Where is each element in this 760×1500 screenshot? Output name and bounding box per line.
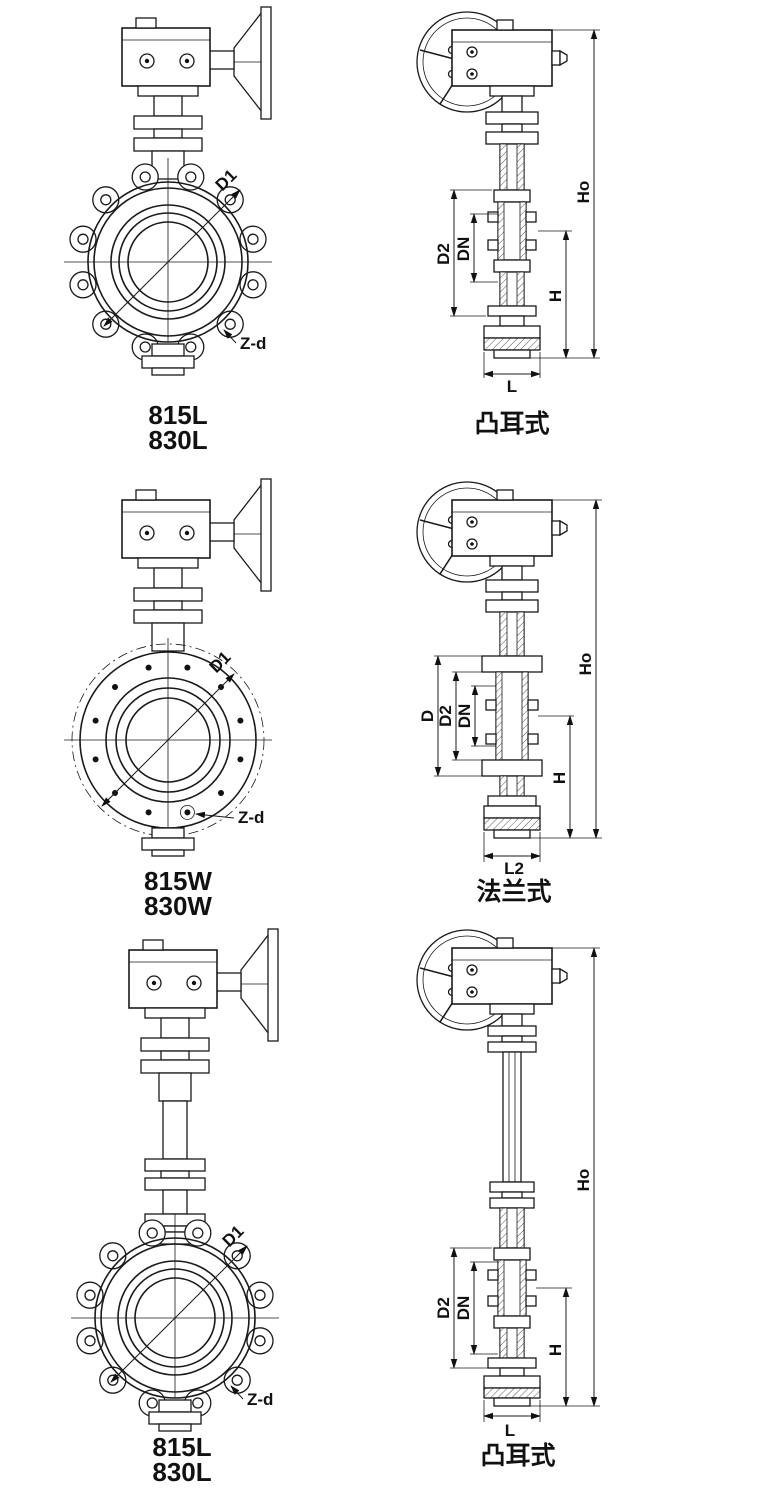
- dim-label-d1: D1: [206, 648, 235, 677]
- type-caption: 法兰式: [476, 877, 551, 906]
- handwheel-gearbox-side: [416, 481, 568, 583]
- model-label: 830L: [152, 1457, 211, 1487]
- figure-3-front-view: D1 Z-d 815L 830L: [71, 928, 279, 1487]
- handwheel-gearbox-side: [416, 11, 568, 113]
- gear-actuator-handwheel: [128, 928, 279, 1102]
- figure-1-front-view: D1 Z-d 815L 830L: [64, 6, 272, 455]
- dim-label-h: H: [550, 772, 569, 784]
- handwheel-gearbox-side: [416, 929, 568, 1031]
- dim-label-zd: Z-d: [247, 1390, 273, 1409]
- dim-label-h: H: [546, 290, 565, 302]
- model-label: 815W: [144, 866, 212, 896]
- gear-actuator-handwheel: [121, 478, 272, 652]
- dim-label-ho: Ho: [576, 653, 595, 676]
- model-label: 815L: [148, 400, 207, 430]
- figure-1-side-view: Ho H D2 DN L 凸耳式: [416, 11, 600, 438]
- gear-actuator-handwheel: [121, 6, 272, 180]
- dim-label-dn: DN: [454, 1296, 473, 1321]
- figure-2-front-view: D1 Z-d 815W 830W: [64, 478, 272, 921]
- dim-label-dn: DN: [455, 704, 474, 729]
- dim-label-d2: D2: [434, 1297, 453, 1319]
- model-label: 815L: [152, 1432, 211, 1462]
- dim-label-d: D: [418, 710, 437, 722]
- dim-label-ho: Ho: [574, 181, 593, 204]
- dim-label-l2: L2: [504, 859, 524, 878]
- dim-label-d2: D2: [434, 243, 453, 265]
- dim-label-dn: DN: [454, 237, 473, 262]
- dim-label-d2: D2: [436, 705, 455, 727]
- dim-label-h: H: [546, 1344, 565, 1356]
- type-caption: 凸耳式: [480, 1442, 555, 1470]
- figure-2-side-view: Ho H D D2 DN L2 法兰式: [416, 481, 602, 906]
- dim-label-ho: Ho: [574, 1169, 593, 1192]
- dim-label-l: L: [507, 377, 517, 396]
- model-label: 830L: [148, 425, 207, 455]
- dim-label-zd: Z-d: [238, 808, 264, 827]
- model-label: 830W: [144, 891, 212, 921]
- dim-label-l: L: [505, 1421, 515, 1440]
- dim-label-zd: Z-d: [240, 334, 266, 353]
- type-caption: 凸耳式: [474, 410, 549, 438]
- figure-3-side-view: Ho H D2 DN L 凸耳式: [416, 929, 600, 1470]
